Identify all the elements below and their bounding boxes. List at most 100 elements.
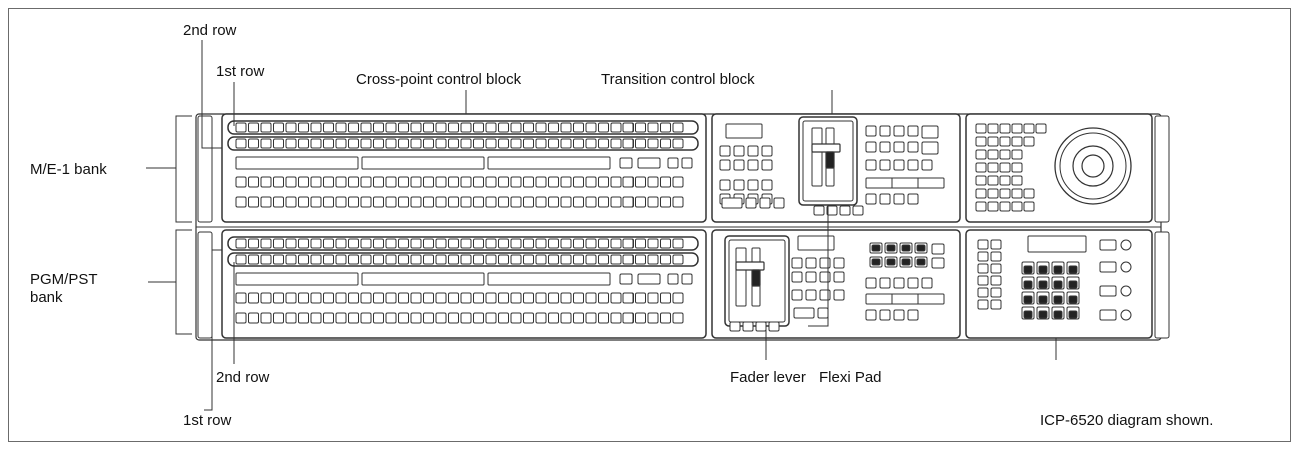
joystick-button xyxy=(999,136,1011,147)
flexi-pad-button xyxy=(977,299,989,310)
me1-keyer-button xyxy=(921,159,933,171)
pgm-key-row-button xyxy=(235,292,247,304)
pgm-row1-button xyxy=(485,254,497,265)
pgm-key-row-extra-button xyxy=(660,292,671,304)
me1-key-row-button xyxy=(348,196,359,208)
me1-keyer-button xyxy=(865,159,877,171)
me1-row2-button xyxy=(348,122,359,133)
me1-row2-button xyxy=(485,122,497,133)
me1-row1-button xyxy=(498,138,509,149)
me1-key-row-button xyxy=(598,176,609,188)
me1-key-row-button xyxy=(548,196,559,208)
pgm-key-row-button xyxy=(348,292,359,304)
pgm-transition-button xyxy=(805,289,817,301)
pgm-row2-button xyxy=(398,238,409,249)
me1-fader-base-button xyxy=(826,205,838,216)
pgm-key-row-button xyxy=(310,292,322,304)
pgm-fader-lever xyxy=(751,269,761,287)
me1-row1-button xyxy=(510,138,522,149)
me1-key-row-button xyxy=(485,196,497,208)
pgm-key-row-button xyxy=(410,312,422,324)
pgm-row2-button xyxy=(535,238,547,249)
me1-row2-button xyxy=(235,122,247,133)
pgm-row1-button xyxy=(523,254,534,265)
pgm-row2-button xyxy=(510,238,522,249)
pgm-key-row-button xyxy=(310,312,322,324)
pgm-row1-button xyxy=(235,254,247,265)
pgm-row2-button xyxy=(248,238,259,249)
joystick-button xyxy=(1023,123,1035,134)
pgm-keyer-button xyxy=(931,243,945,255)
me1-row2-button xyxy=(548,122,559,133)
flexi-pad-key-indicator xyxy=(1068,265,1078,274)
me1-keyer-bar xyxy=(865,177,945,189)
pgm-key-row-button xyxy=(535,292,547,304)
pgm-key-row-button xyxy=(498,292,509,304)
me1-transition-button xyxy=(761,145,773,157)
pgm-key-row-extra-button xyxy=(622,312,634,324)
me1-row2-button xyxy=(598,122,609,133)
pgm-key-row-button xyxy=(235,312,247,324)
me1-row1-button xyxy=(473,138,484,149)
me1-key-row-extra-button xyxy=(622,176,634,188)
me1-key-row-button xyxy=(460,196,472,208)
me1-row1-button xyxy=(260,138,272,149)
joystick-button xyxy=(975,136,987,147)
me1-key-row-button xyxy=(410,176,422,188)
pgm-util-button xyxy=(667,273,679,285)
me1-keyer-button xyxy=(907,125,919,137)
pgm-key-row-button xyxy=(398,292,409,304)
pgm-key-row-button xyxy=(610,292,622,304)
me1-row1-button xyxy=(585,138,597,149)
me1-key-row-extra-button xyxy=(660,196,671,208)
pgm-keyer-indicator xyxy=(886,258,896,266)
pgm-util-button xyxy=(619,273,633,285)
pgm-row1-button xyxy=(598,254,609,265)
me1-name-display xyxy=(235,156,359,170)
joystick-button xyxy=(1011,149,1023,160)
pgm-keyer-indicator xyxy=(916,258,926,266)
pgm-key-row-button xyxy=(573,292,584,304)
me1-key-row-button xyxy=(573,196,584,208)
pgm-row1-button xyxy=(285,254,297,265)
me1-row2-button xyxy=(498,122,509,133)
flexi-pad-key-indicator xyxy=(1023,295,1033,304)
pgm-row1-button xyxy=(560,254,572,265)
pgm-key-row-button xyxy=(523,292,534,304)
me1-transition-button xyxy=(747,159,759,171)
pgm-fader-slot xyxy=(735,247,747,307)
joystick-button xyxy=(1011,136,1023,147)
me1-row2-button xyxy=(460,122,472,133)
me1-key-row-button xyxy=(373,196,384,208)
pgm-row2-extra-button xyxy=(647,238,659,249)
pgm-key-row-extra-button xyxy=(647,312,659,324)
flexi-pad-side-button xyxy=(1099,309,1117,321)
joystick-button xyxy=(999,188,1011,199)
pgm-key-row-extra-button xyxy=(672,292,684,304)
label-flexi-pad: Flexi Pad xyxy=(819,369,882,386)
flexi-pad-key-indicator xyxy=(1038,280,1048,289)
pgm-row1-button xyxy=(473,254,484,265)
pgm-row2-button xyxy=(448,238,459,249)
me1-transition-button xyxy=(733,179,745,191)
me1-row2-button xyxy=(435,122,447,133)
me1-transition-button xyxy=(733,145,745,157)
pgm-row1-button xyxy=(298,254,309,265)
pgm-keyer-button xyxy=(907,277,919,289)
pgm-row1-button xyxy=(410,254,422,265)
me1-key-row-button xyxy=(273,176,284,188)
pgm-key-row-extra-button xyxy=(672,312,684,324)
me1-row2-button xyxy=(385,122,397,133)
pgm-key-row-button xyxy=(585,312,597,324)
flexi-pad-key-indicator xyxy=(1068,295,1078,304)
pgm-fader-base-button xyxy=(755,321,767,332)
me1-key-row-button xyxy=(560,196,572,208)
me1-keyer-button xyxy=(921,125,939,139)
flexi-pad-key-indicator xyxy=(1053,295,1063,304)
pgm-transition-button xyxy=(817,307,829,319)
flexi-pad-key-indicator xyxy=(1038,295,1048,304)
pgm-row2-button xyxy=(310,238,322,249)
me1-key-row-button xyxy=(235,196,247,208)
pgm-keyer-button xyxy=(879,309,891,321)
joystick-button xyxy=(987,188,999,199)
